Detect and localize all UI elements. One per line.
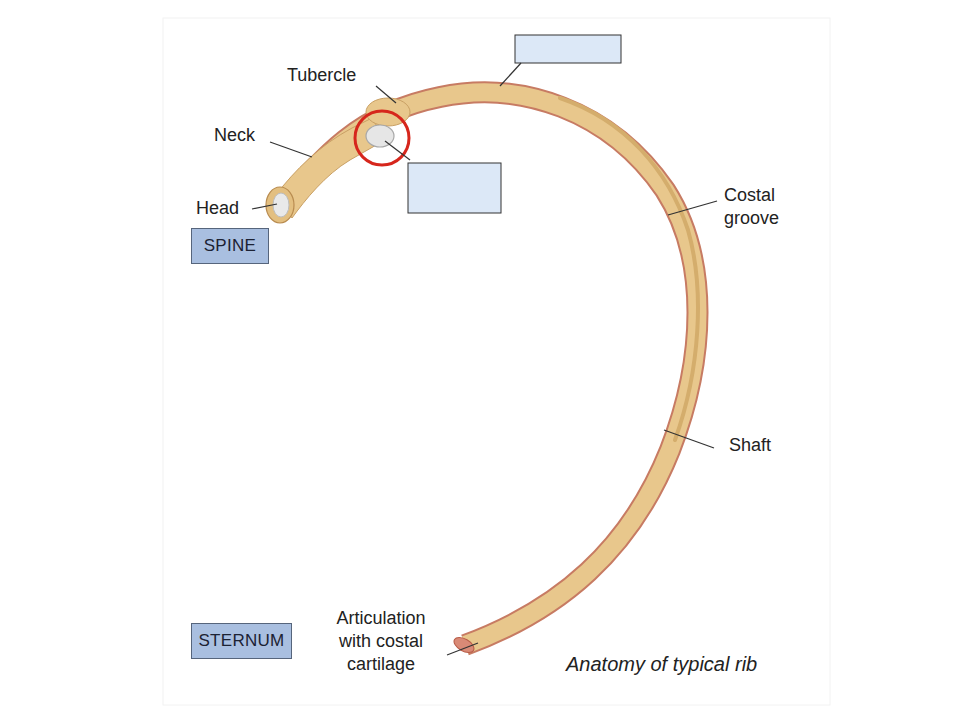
- box-label: STERNUM: [198, 631, 284, 651]
- part-label: Head: [196, 197, 246, 220]
- part-label: Articulation with costal cartilage: [322, 607, 440, 676]
- part-label: Shaft: [729, 434, 789, 457]
- figure-caption: Anatomy of typical rib: [566, 653, 757, 676]
- region-box: STERNUM: [191, 623, 292, 659]
- part-label: Costal groove: [724, 184, 804, 230]
- box-label: SPINE: [204, 236, 257, 256]
- region-box: SPINE: [191, 228, 269, 264]
- part-label: Neck: [214, 124, 274, 147]
- part-label: Tubercle: [287, 64, 377, 87]
